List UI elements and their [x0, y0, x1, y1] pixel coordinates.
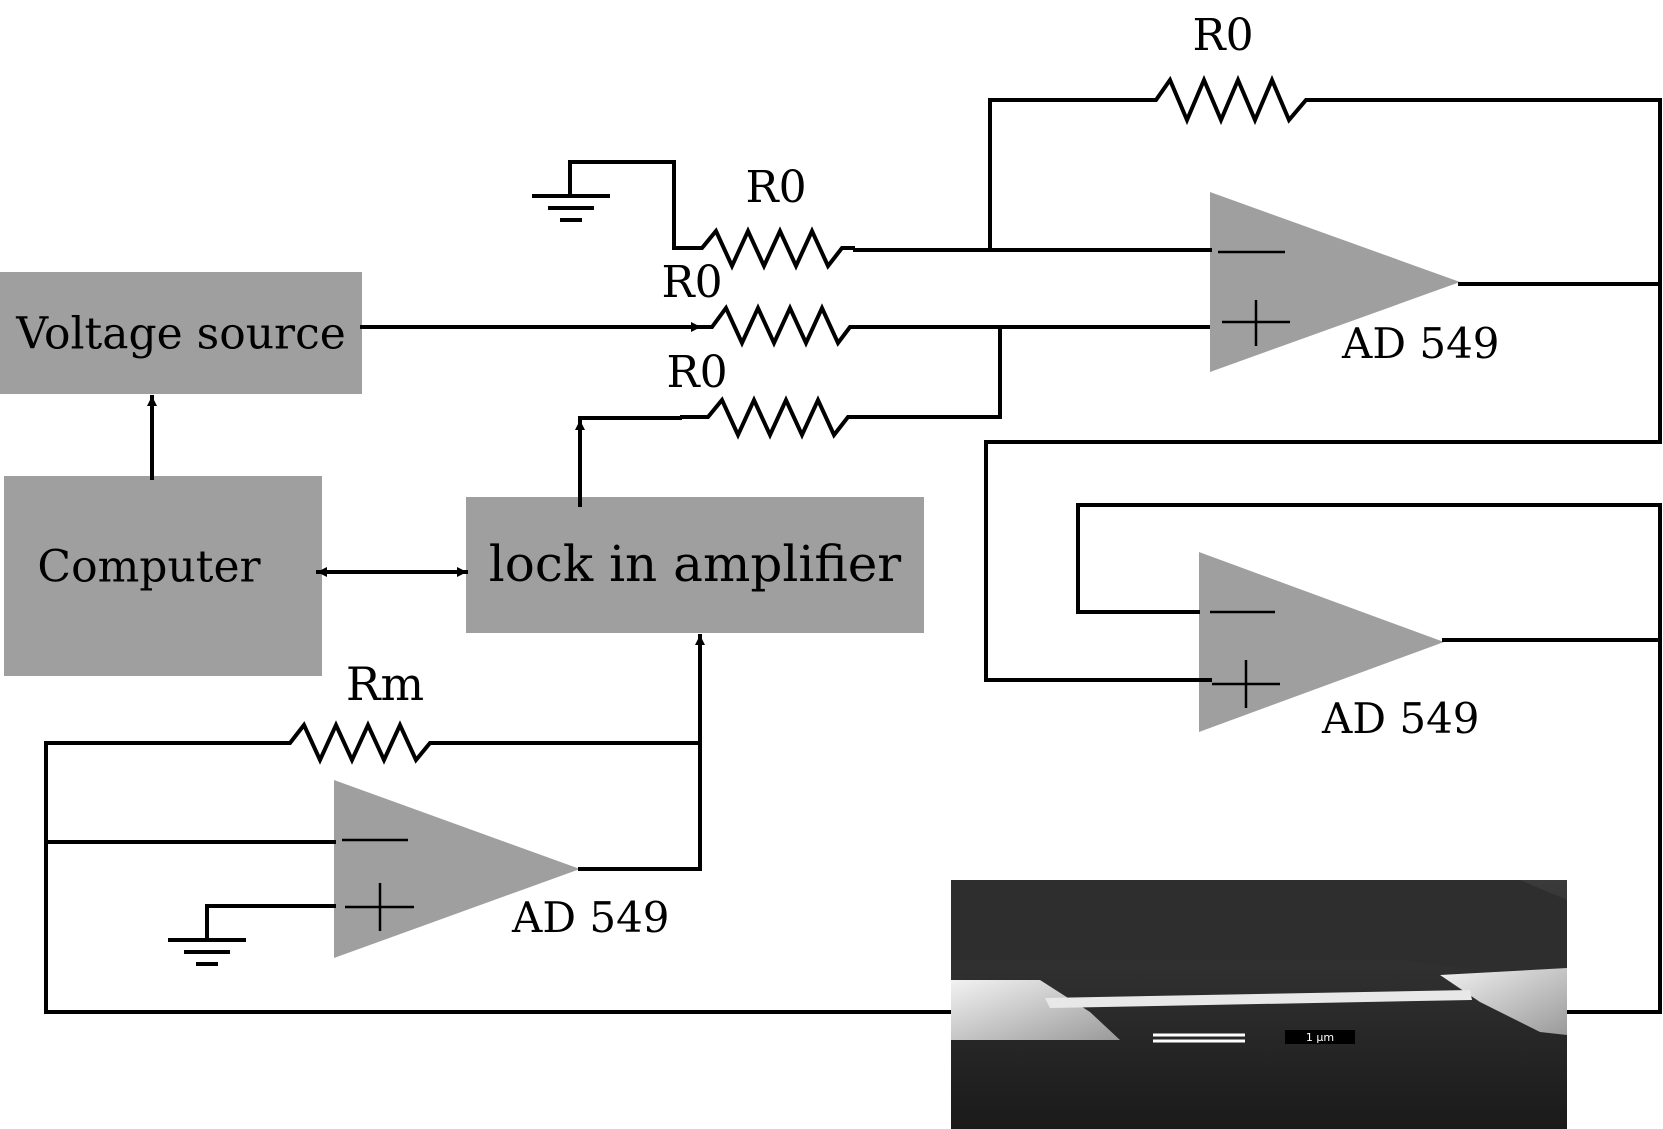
resistor-ground-input: R0 [676, 162, 855, 271]
resistor-lockin-input-label: R0 [666, 347, 727, 398]
resistor-lockin-input: R0 [666, 347, 884, 440]
voltage-source-block: Voltage source [0, 272, 362, 394]
resistor-feedback-top: R0 [1128, 10, 1334, 126]
scale-bar-label: 1 μm [1306, 1031, 1334, 1044]
resistor-measure: Rm [286, 657, 466, 765]
sem-image-inset: 1 μm [951, 880, 1567, 1129]
buffer-opamp-label: AD 549 [1321, 694, 1480, 743]
summing-opamp: AD 549 [1210, 192, 1500, 372]
transimpedance-opamp-label: AD 549 [511, 893, 670, 942]
lock-in-amplifier-label: lock in amplifier [489, 535, 902, 593]
resistor-voltage-input-label: R0 [661, 257, 722, 308]
computer-label: Computer [37, 542, 261, 593]
summing-opamp-label: AD 549 [1341, 319, 1500, 368]
wires [44, 98, 1662, 1014]
resistor-ground-input-label: R0 [745, 162, 806, 213]
resistor-feedback-top-label: R0 [1192, 10, 1253, 61]
ground-icon [168, 938, 246, 966]
resistor-voltage-input: R0 [661, 257, 860, 348]
computer-block: Computer [4, 476, 322, 676]
ground-icon [532, 194, 610, 222]
voltage-source-label: Voltage source [15, 309, 346, 360]
transimpedance-opamp: AD 549 [334, 780, 670, 958]
lock-in-amplifier-block: lock in amplifier [466, 497, 924, 633]
resistor-measure-label: Rm [346, 657, 424, 711]
buffer-opamp: AD 549 [1199, 552, 1480, 743]
